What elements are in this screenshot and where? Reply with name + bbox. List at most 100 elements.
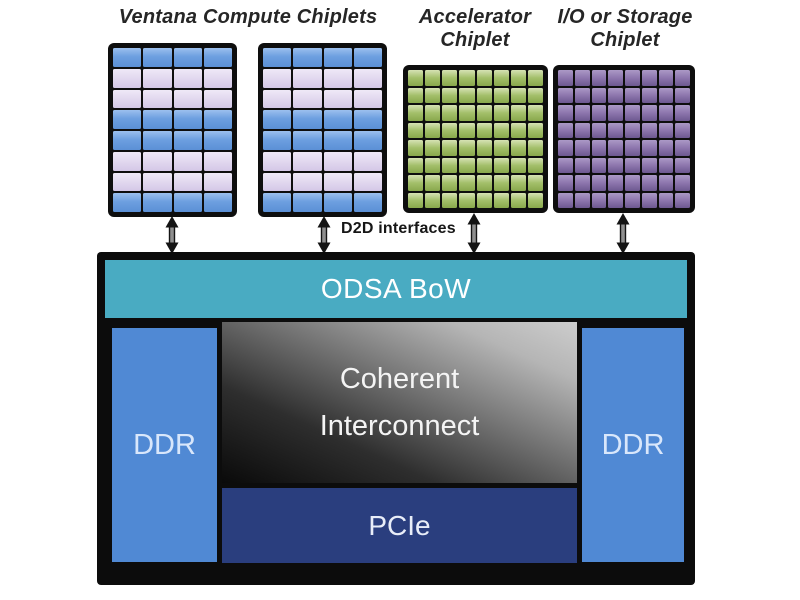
chiplet-cell — [408, 122, 424, 138]
chiplet-cell — [323, 193, 352, 212]
soc-package: ODSA BoW DDR Coherent Interconnect PCIe … — [97, 252, 695, 585]
chiplet-cell — [203, 48, 232, 67]
odsa-bow-block: ODSA BoW — [105, 260, 687, 318]
chiplet-cell — [493, 105, 509, 121]
chiplet-cell — [658, 105, 674, 121]
chiplet-cell — [113, 193, 142, 212]
chiplet-cell — [203, 172, 232, 192]
chiplet-cell — [493, 175, 509, 191]
chiplet-cell — [527, 192, 543, 208]
chiplet-cell — [574, 105, 590, 121]
chiplet-cell — [442, 175, 458, 191]
chiplet-cell — [459, 192, 475, 208]
chiplet-cell — [323, 172, 352, 192]
chiplet-cell — [625, 192, 640, 208]
chiplet-cell — [353, 48, 382, 67]
chiplet-cell — [459, 105, 475, 121]
chiplet-cell — [113, 131, 142, 150]
d2d-interfaces-label: D2D interfaces — [341, 220, 456, 237]
chiplet-cell — [459, 175, 475, 191]
chiplet-cell — [203, 193, 232, 212]
chiplet-cell — [675, 157, 690, 173]
chiplet-cell — [323, 68, 352, 88]
chiplet-cell — [143, 89, 172, 109]
chiplet-cell — [527, 70, 543, 86]
chiplet-cell — [641, 122, 657, 138]
chiplet-cell — [143, 172, 172, 192]
chiplet-cell — [658, 192, 674, 208]
chiplet-cell — [353, 151, 382, 171]
chiplet-cell — [408, 175, 424, 191]
chiplet-cell — [203, 89, 232, 109]
chiplet-cell — [113, 151, 142, 171]
chiplet-cell — [425, 157, 441, 173]
pcie-block: PCIe — [222, 488, 577, 563]
chiplet-cell — [574, 140, 590, 156]
chiplet-cell — [574, 122, 590, 138]
chiplet-cell — [173, 193, 202, 212]
chiplet-cell — [641, 157, 657, 173]
chiplet-cell — [293, 68, 322, 88]
chiplet-cell — [493, 70, 509, 86]
chiplet-cell — [143, 151, 172, 171]
chiplet-cell — [510, 122, 526, 138]
chiplet-cell — [143, 193, 172, 212]
chiplet-cell — [591, 122, 607, 138]
compute-chiplet-1-grid — [113, 48, 232, 212]
chiplet-cell — [625, 105, 640, 121]
chiplet-cell — [574, 70, 590, 86]
chiplet-cell — [625, 157, 640, 173]
ddr-block-right: DDR — [582, 328, 684, 562]
chiplet-cell — [658, 140, 674, 156]
chiplet-cell — [510, 175, 526, 191]
chiplet-cell — [353, 89, 382, 109]
chiplet-cell — [113, 89, 142, 109]
chiplet-cell — [442, 70, 458, 86]
chiplet-cell — [625, 175, 640, 191]
chiplet-cell — [625, 87, 640, 103]
chiplet-cell — [527, 140, 543, 156]
io-storage-title-line1: I/O or Storage — [557, 6, 693, 28]
interconnect-label-line2: Interconnect — [319, 409, 480, 442]
accelerator-title-line1: Accelerator — [418, 6, 532, 28]
chiplet-cell — [527, 122, 543, 138]
chiplet-cell — [442, 87, 458, 103]
chiplet-cell — [608, 87, 623, 103]
chiplet-cell — [574, 157, 590, 173]
chiplet-cell — [408, 140, 424, 156]
chiplet-cell — [263, 172, 292, 192]
chiplet-cell — [143, 68, 172, 88]
accelerator-title-line2: Chiplet — [440, 29, 510, 51]
chiplet-cell — [425, 70, 441, 86]
chiplet-cell — [675, 87, 690, 103]
chiplet-cell — [323, 110, 352, 129]
chiplet-cell — [558, 122, 573, 138]
chiplet-cell — [591, 105, 607, 121]
chiplet-cell — [442, 140, 458, 156]
chiplet-cell — [425, 122, 441, 138]
chiplet-cell — [408, 157, 424, 173]
chiplet-cell — [658, 122, 674, 138]
chiplet-cell — [442, 122, 458, 138]
chiplet-cell — [476, 105, 492, 121]
chiplet-cell — [203, 131, 232, 150]
io-storage-chiplet — [553, 65, 695, 213]
chiplet-cell — [408, 87, 424, 103]
chiplet-cell — [293, 151, 322, 171]
chiplet-cell — [675, 192, 690, 208]
compute-chiplet-2 — [258, 43, 387, 217]
chiplet-cell — [293, 131, 322, 150]
chiplet-cell — [510, 192, 526, 208]
chiplet-cell — [527, 105, 543, 121]
chiplet-cell — [293, 193, 322, 212]
chiplet-cell — [323, 48, 352, 67]
chiplet-cell — [558, 105, 573, 121]
chiplet-cell — [493, 87, 509, 103]
chiplet-cell — [675, 175, 690, 191]
chiplet-cell — [459, 122, 475, 138]
chiplet-cell — [608, 70, 623, 86]
chiplet-cell — [658, 175, 674, 191]
chiplet-cell — [510, 105, 526, 121]
chiplet-cell — [625, 70, 640, 86]
chiplet-cell — [459, 70, 475, 86]
